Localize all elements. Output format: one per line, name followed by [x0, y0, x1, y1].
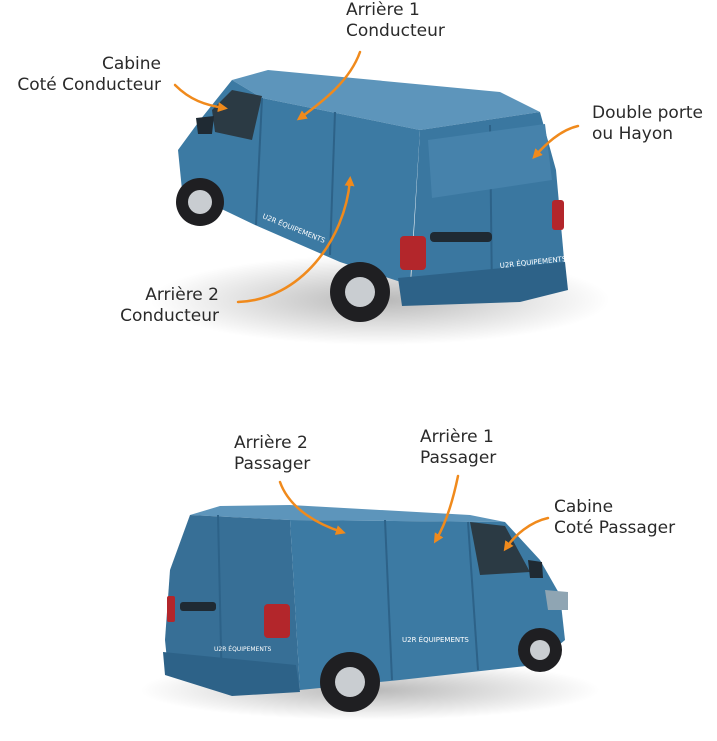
arrow-rear2-driver [236, 176, 355, 304]
label-rear2-passenger: Arrière 2 Passager [234, 433, 310, 475]
arrow-rear1-driver [296, 50, 362, 121]
arrow-double-door [532, 124, 580, 159]
rear-handle-bottom [180, 602, 216, 611]
label-cabin-passenger-line2: Coté Passager [554, 518, 676, 538]
rear-bumper-bottom [163, 652, 300, 696]
label-rear2-driver-line2: Conducteur [120, 306, 219, 326]
side-logo-bottom: U2R ÉQUIPEMENTS [402, 635, 469, 644]
tail-light-left-bottom [264, 604, 290, 638]
arrow-cabin-passenger [503, 516, 550, 552]
rear-bumper [398, 262, 568, 306]
label-rear2-passenger-line1: Arrière 2 [234, 433, 308, 453]
headlight [545, 590, 568, 610]
label-cabin-driver: Cabine Coté Conducteur [17, 54, 161, 96]
rear-handle [430, 232, 492, 242]
label-rear1-passenger-line2: Passager [420, 448, 497, 468]
label-rear2-driver-line1: Arrière 2 [145, 285, 219, 305]
arrow-cabin-driver [173, 83, 228, 113]
label-rear1-passenger-line1: Arrière 1 [420, 427, 494, 447]
arrow-rear1-passenger [433, 474, 460, 544]
roof-bottom [190, 505, 505, 522]
mirror-bottom [528, 560, 543, 578]
arrow-rear2-passenger [278, 480, 346, 535]
label-double-door-line1: Double porte [592, 103, 703, 123]
rear-panel [428, 124, 552, 198]
label-cabin-passenger: Cabine Coté Passager [554, 497, 675, 539]
label-rear1-driver-line1: Arrière 1 [346, 0, 420, 20]
tail-light-right-bottom [167, 596, 175, 622]
label-rear1-driver-line2: Conducteur [346, 21, 445, 41]
rear-body-bottom [165, 515, 300, 695]
mirror [196, 116, 214, 134]
tail-light-right [552, 200, 564, 230]
label-rear1-driver: Arrière 1 Conducteur [346, 0, 445, 42]
label-rear2-driver: Arrière 2 Conducteur [120, 285, 219, 327]
arrows [173, 50, 580, 552]
label-cabin-driver-line1: Cabine [101, 54, 161, 74]
label-rear2-passenger-line2: Passager [234, 454, 311, 474]
label-rear1-passenger: Arrière 1 Passager [420, 427, 496, 469]
label-double-door-line2: ou Hayon [592, 124, 674, 144]
cab-window-bottom [470, 522, 530, 575]
van-passenger-side: U2R ÉQUIPEMENTS U2R ÉQUIPEMENTS [140, 505, 600, 720]
label-cabin-driver-line2: Coté Conducteur [17, 75, 161, 95]
roof [232, 70, 540, 130]
rear-logo-bottom: U2R ÉQUIPEMENTS [214, 645, 271, 653]
tail-light-left [400, 236, 426, 270]
label-double-door: Double porte ou Hayon [592, 103, 703, 145]
label-cabin-passenger-line1: Cabine [554, 497, 614, 517]
van-driver-side: U2R ÉQUIPEMENTS U2R ÉQUIPEMENTS [150, 70, 610, 345]
